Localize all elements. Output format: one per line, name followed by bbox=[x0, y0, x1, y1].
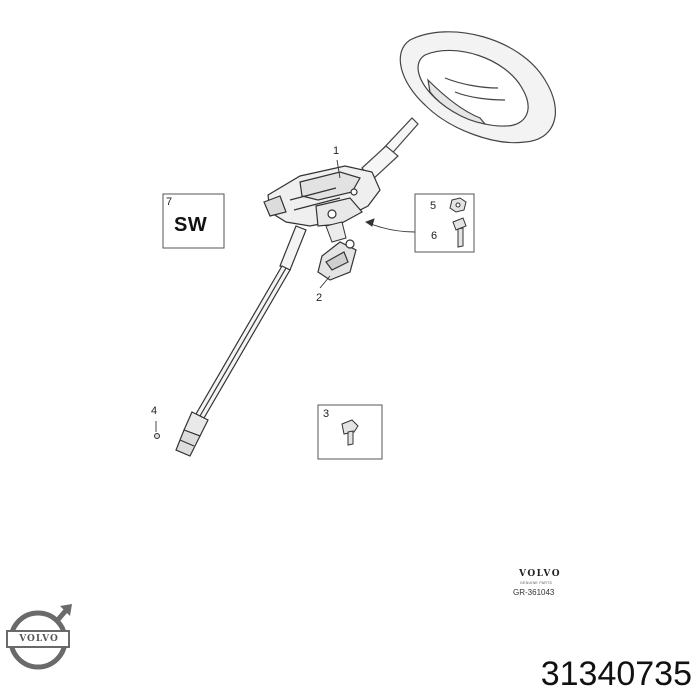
screw-4 bbox=[154, 433, 160, 439]
universal-joint bbox=[175, 411, 209, 457]
upper-column-shaft bbox=[361, 117, 419, 181]
volvo-genuine-wordmark: VOLVO bbox=[519, 569, 562, 579]
bolt-3 bbox=[341, 419, 359, 446]
steering-wheel bbox=[399, 31, 556, 144]
callout-1: 1 bbox=[333, 145, 340, 157]
callout-6: 6 bbox=[431, 230, 438, 242]
part-number: 31340735 bbox=[540, 655, 692, 693]
volvo-logo-text: VOLVO bbox=[19, 634, 59, 644]
ignition-module bbox=[317, 239, 357, 281]
callout-5: 5 bbox=[430, 200, 437, 212]
callout-7: 7 bbox=[166, 196, 173, 208]
nut-5 bbox=[449, 197, 467, 213]
genuine-parts-subtitle: GENUINE PARTS bbox=[520, 581, 553, 585]
callout-4: 4 bbox=[151, 405, 158, 417]
sw-box bbox=[162, 193, 225, 249]
callout-2: 2 bbox=[316, 292, 323, 304]
leader-lines bbox=[155, 159, 416, 432]
intermediate-shaft bbox=[195, 225, 307, 419]
steering-column-housing bbox=[263, 165, 381, 227]
diagram-reference-code: GR-361043 bbox=[513, 588, 555, 597]
sw-label: SW bbox=[174, 214, 208, 236]
bolt-6 bbox=[452, 217, 467, 248]
column-bracket bbox=[325, 221, 347, 243]
callout-3: 3 bbox=[323, 408, 330, 420]
